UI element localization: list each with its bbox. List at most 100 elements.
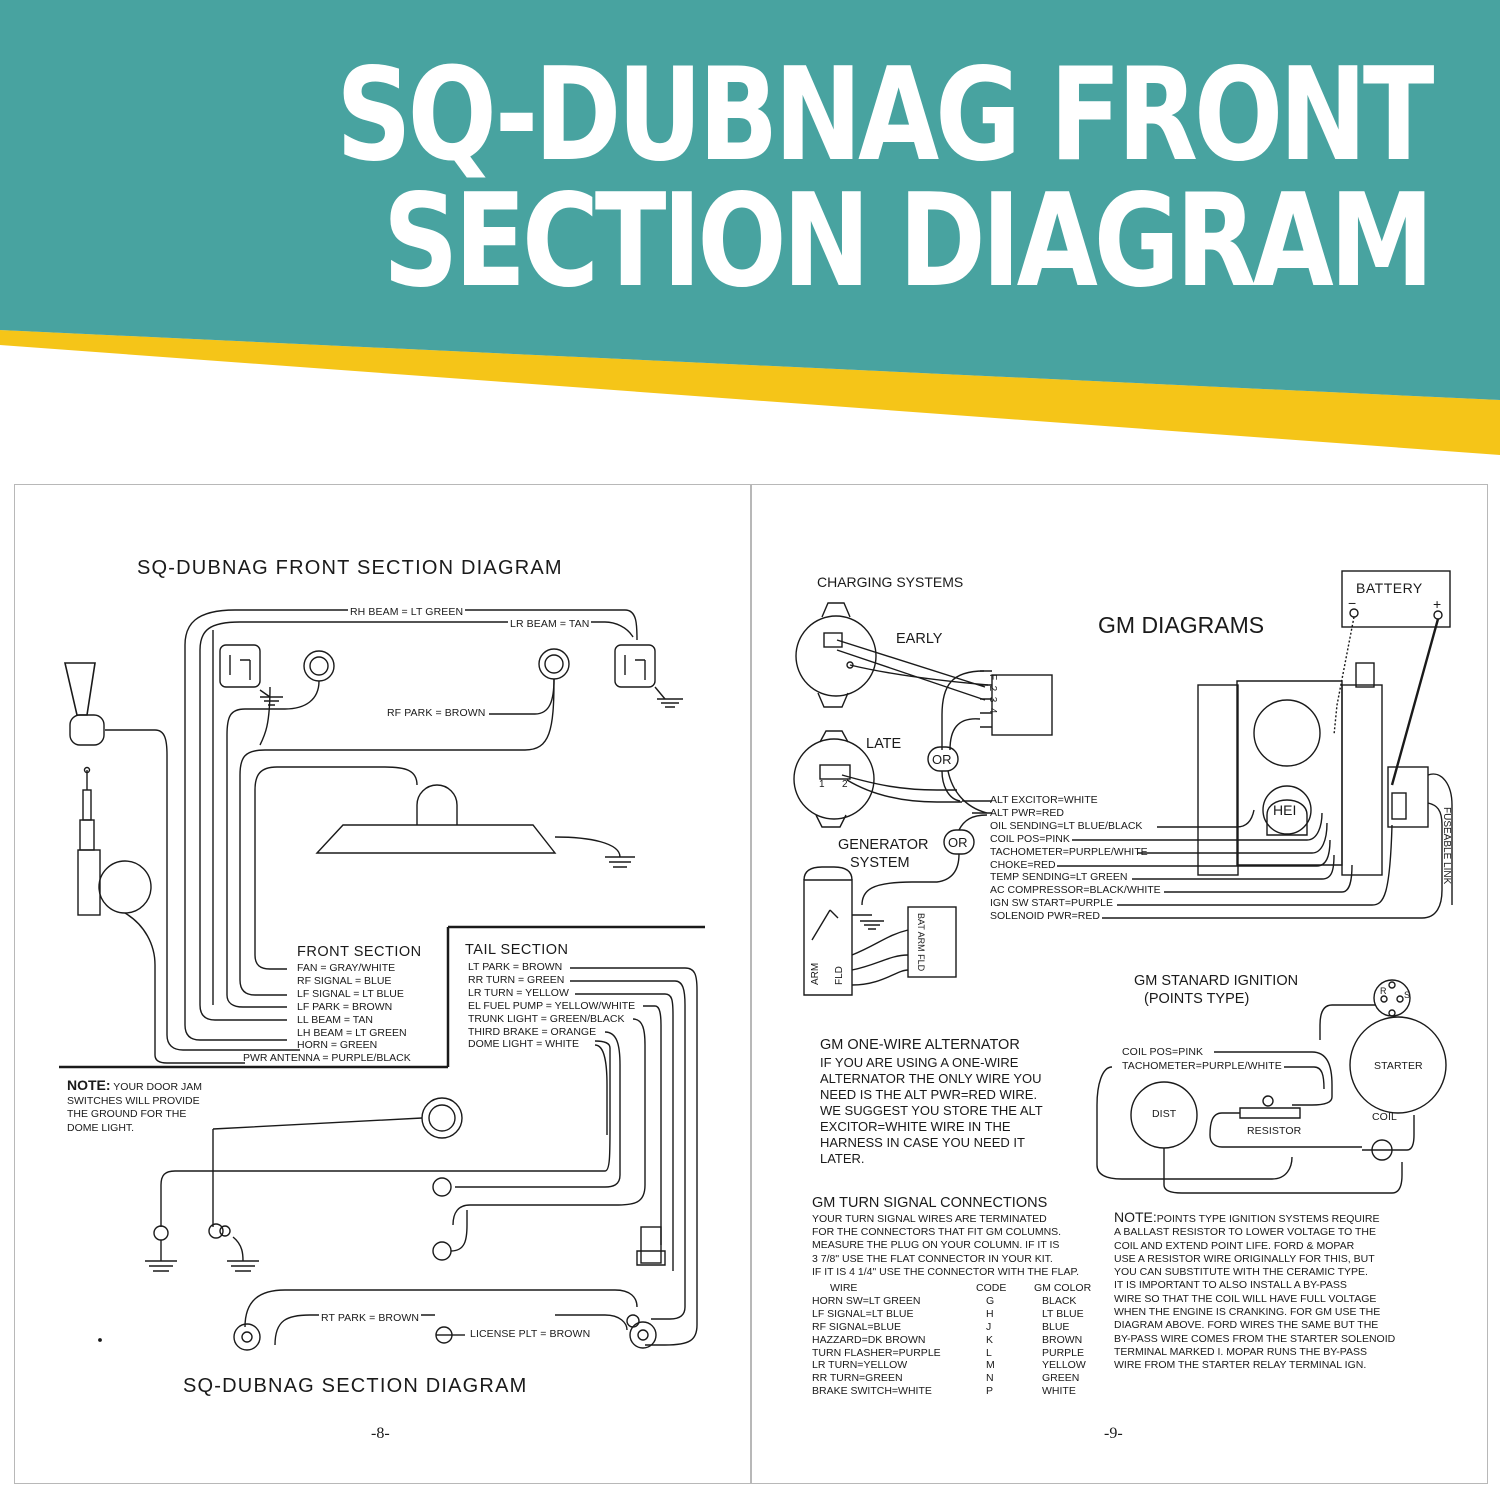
points-note-line: TERMINAL MARKED I. MOPAR RUNS THE BY-PAS… <box>1114 1345 1368 1358</box>
ignition-title-line-2: (POINTS TYPE) <box>1144 991 1250 1007</box>
rh-relay-ground-wire <box>259 689 271 698</box>
ign-wire-resistor <box>1209 1112 1362 1148</box>
points-note-line: YOU CAN SUBSTITUTE WITH THE CERAMIC TYPE… <box>1114 1266 1368 1279</box>
or-to-alt-pwr <box>947 770 988 814</box>
code-cell: P <box>986 1385 994 1398</box>
generator-internal <box>811 909 839 941</box>
tail-wire-dome-light <box>594 1044 608 1135</box>
points-note-line: COIL AND EXTEND POINT LIFE. FORD & MOPAR <box>1114 1239 1355 1252</box>
points-note-line: A BALLAST RESISTOR TO LOWER VOLTAGE TO T… <box>1114 1226 1377 1239</box>
engine-wire-label: IGN SW START=PURPLE <box>990 897 1114 910</box>
battery-pos-cable <box>1390 618 1440 786</box>
tail-wire-lr-turn <box>575 993 674 1271</box>
battery-plus-sign: + <box>1433 596 1442 612</box>
page-number-8: -8- <box>371 1425 390 1442</box>
dome-connector-inner <box>428 1104 456 1132</box>
early-alt-mount-bottom <box>817 692 849 708</box>
lr-headlight-relay <box>614 644 656 688</box>
one-wire-line: EXCITOR=WHITE WIRE IN THE <box>820 1119 1011 1134</box>
points-note-line: IT IS IMPORTANT TO ALSO INSTALL A BY-PAS… <box>1114 1279 1347 1292</box>
ground-symbol-rh-relay <box>260 696 283 706</box>
starter-icon <box>1349 1016 1447 1114</box>
starter-term-r <box>1380 995 1388 1003</box>
rf-headlamp-inner <box>309 656 329 676</box>
resistor-terminal <box>1262 1095 1274 1107</box>
front-item: LL BEAM = TAN <box>297 1013 373 1026</box>
code-cell: M <box>986 1359 995 1372</box>
turn-signal-intro: YOUR TURN SIGNAL WIRES ARE TERMINATED FO… <box>812 1213 1079 1279</box>
resistor-label: RESISTOR <box>1247 1125 1302 1137</box>
label-lr-beam: LR BEAM = TAN <box>508 618 592 630</box>
starter-term-s-label: S <box>1404 990 1411 1000</box>
starter-solenoid <box>1355 662 1375 688</box>
points-note-line: USE A RESISTOR WIRE ORIGINALLY FOR THIS,… <box>1114 1252 1375 1265</box>
late-alt-wire <box>846 779 962 803</box>
battery-minus-sign: − <box>1348 595 1357 611</box>
fuseable-link-label: FUSEABLE LINK <box>1441 807 1452 885</box>
wire-cell: HAZZARD=DK BROWN <box>812 1333 926 1346</box>
battery-icon <box>1341 570 1451 628</box>
generator-regulator <box>907 906 957 978</box>
engine-wire-label: AC COMPRESSOR=BLACK/WHITE <box>990 884 1161 897</box>
antenna-motor <box>98 860 152 914</box>
front-item: HORN = GREEN <box>297 1039 378 1052</box>
engine-wire-list: ALT EXCITOR=WHITE ALT PWR=RED OIL SENDIN… <box>990 794 1161 923</box>
regulator-terminal-labels: F 2 3 4 <box>987 674 998 713</box>
tail-item: LT PARK = BROWN <box>468 961 563 973</box>
ground-symbol-door-right <box>227 1236 259 1272</box>
harness-wire-rf-park <box>226 680 320 1008</box>
dome-light-housing <box>416 784 458 825</box>
starter-term-s <box>1396 995 1404 1003</box>
engine-wire-label: COIL POS=PINK <box>990 832 1070 845</box>
page-dot <box>98 1338 102 1342</box>
ign-tachometer-label: TACHOMETER=PURPLE/WHITE <box>1122 1060 1282 1072</box>
gen-reg-wire-2 <box>851 954 909 971</box>
one-wire-line: ALTERNATOR THE ONLY WIRE YOU <box>820 1071 1042 1086</box>
front-section-wiring-drawing <box>59 609 705 1351</box>
harness-wire-horn <box>105 729 300 1051</box>
generator-term-fld: FLD <box>834 966 845 985</box>
front-item: PWR ANTENNA = PURPLE/BLACK <box>243 1052 411 1065</box>
tail-item: DOME LIGHT = WHITE <box>468 1038 579 1051</box>
harness-wire-rf-park-2 <box>489 678 555 715</box>
note-label: NOTE: <box>67 1077 111 1093</box>
ignition-title-line-1: GM STANARD IGNITION <box>1134 973 1299 989</box>
engine-wire-label: ALT EXCITOR=WHITE <box>990 794 1098 806</box>
page-title: SQ-DUBNAG FRONT SECTION DIAGRAM <box>137 557 563 579</box>
note-line: YOUR DOOR JAM <box>113 1081 202 1093</box>
gen-regulator-terminals: BAT ARM FLD <box>916 913 926 972</box>
voltage-regulator <box>991 674 1053 736</box>
third-brake-wire <box>450 1210 468 1252</box>
dist-label: DIST <box>1152 1108 1177 1120</box>
rf-headlamp-outer <box>303 650 335 682</box>
engine-wire-label: OIL SENDING=LT BLUE/BLACK <box>990 819 1143 832</box>
generator-to-or <box>958 814 988 831</box>
note-line: DOME LIGHT. <box>67 1121 135 1134</box>
harness-wire-rh-beam-down <box>184 609 287 1041</box>
late-alt-plug <box>819 764 851 780</box>
battery-pos-post <box>1433 610 1443 620</box>
header-banner: SQ-DUBNAG FRONT SECTION DIAGRAM <box>0 0 1500 460</box>
ign-wire-tach-2 <box>1284 1066 1325 1090</box>
code-cell: H <box>986 1307 994 1320</box>
one-wire-title: GM ONE-WIRE ALTERNATOR <box>820 1037 1020 1053</box>
label-rf-park: RF PARK = BROWN <box>385 707 488 719</box>
generator-wire <box>861 853 960 906</box>
late-alt-mount-top <box>819 730 849 743</box>
banner-title-line-2: SECTION DIAGRAM <box>382 167 1434 316</box>
one-wire-text: IF YOU ARE USING A ONE-WIRE ALTERNATOR T… <box>820 1055 1043 1167</box>
tail-item: THIRD BRAKE = ORANGE <box>468 1025 597 1038</box>
ign-wire-coil-pos <box>1214 1051 1333 1106</box>
wire-solenoid-pwr <box>1102 802 1443 919</box>
gm-diagrams-title: GM DIAGRAMS <box>1098 612 1265 638</box>
ground-symbol-lr-relay <box>657 698 683 708</box>
tail-item: EL FUEL PUMP = YELLOW/WHITE <box>468 999 636 1012</box>
ground-symbol-dome <box>605 856 635 868</box>
or-label-2: OR <box>948 835 968 850</box>
battery-neg-cable <box>1333 616 1355 736</box>
